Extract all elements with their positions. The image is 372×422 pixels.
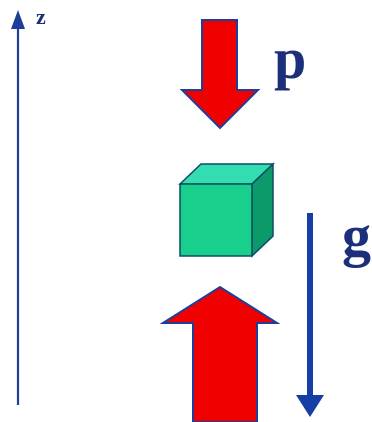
upward-force-arrow: [163, 287, 277, 422]
p-label: p: [274, 26, 306, 91]
z-axis-label: z: [36, 4, 46, 29]
cube-front-face: [180, 184, 252, 256]
p-arrow: [182, 20, 258, 128]
g-arrow-head: [296, 395, 324, 417]
g-label: g: [342, 203, 371, 268]
cube: [180, 164, 273, 256]
z-axis-arrowhead: [11, 10, 25, 29]
